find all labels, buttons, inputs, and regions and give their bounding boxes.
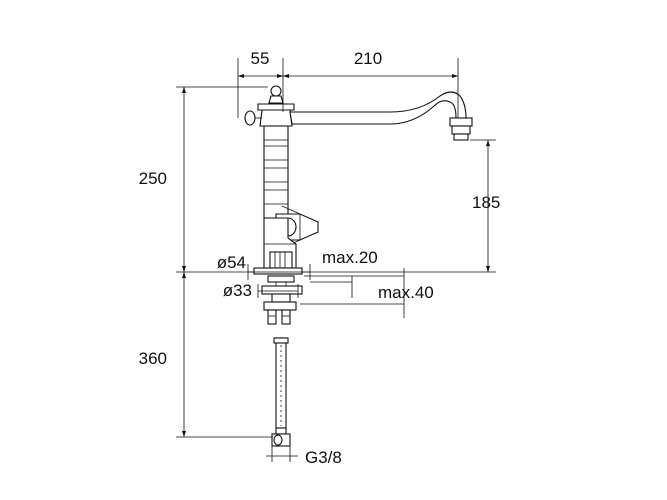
hose-nut-face [273,434,283,446]
aerator-top [449,117,473,127]
mount-washer [267,275,295,283]
finial-knob [270,85,282,97]
dim-spout-height: 185 [472,193,500,212]
base-flange [253,267,303,275]
left-knob [244,110,256,126]
threaded-stud-right [281,309,291,325]
cap-ring [257,103,295,111]
dim-hose-length: 360 [139,349,167,368]
dim-total-height: 250 [139,169,167,188]
mount-plate [261,285,303,295]
dim-connection-thread: G3/8 [305,448,342,467]
dim-offset-width: 55 [251,49,270,68]
dim-mount-hole-diameter: ø33 [223,281,252,300]
threaded-stud-left [267,309,277,325]
dim-spout-reach: 210 [354,49,382,68]
spout [289,91,467,125]
cap-collar [259,109,293,127]
hose-ferrule [275,427,287,435]
hose-top-cap [273,337,289,344]
body-base-block [269,251,293,269]
mount-nut [263,301,297,311]
aerator-mid [451,125,471,135]
mount-nut-upper [271,293,291,303]
dim-max-total-thickness: max.40 [378,283,434,302]
aerator-bottom [453,133,469,141]
faucet-body [244,85,473,447]
dimension-lines [176,58,496,462]
column [263,125,289,219]
dim-max-top-thickness: max.20 [322,248,378,267]
dim-base-diameter: ø54 [217,253,246,272]
finial-neck [268,95,284,104]
